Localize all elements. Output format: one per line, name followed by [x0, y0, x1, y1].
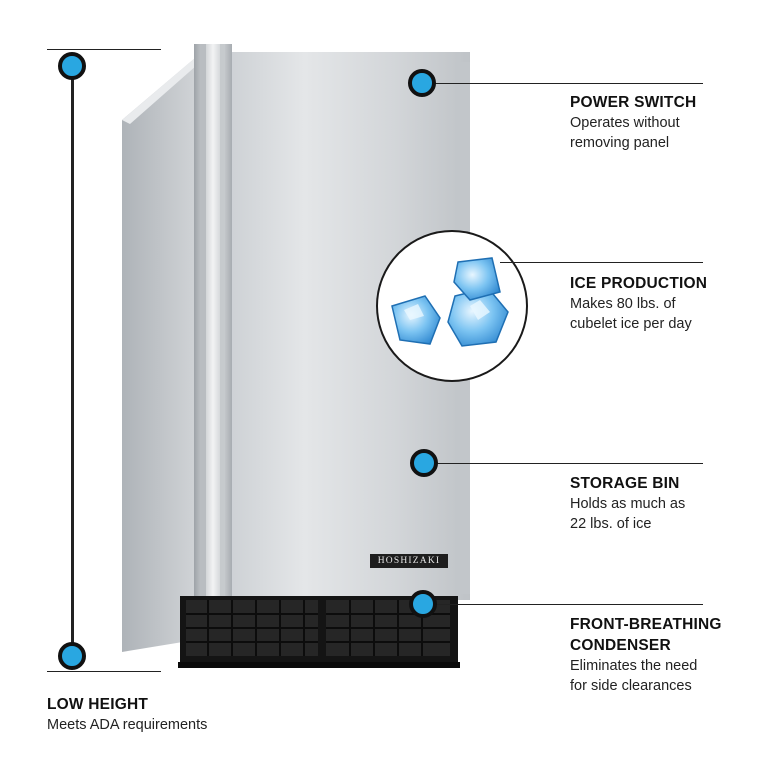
low-height-callout: LOW HEIGHT Meets ADA requirements	[47, 694, 207, 735]
condenser-title-line2: CONDENSER	[570, 637, 671, 654]
height-top-leader	[47, 49, 161, 50]
power-switch-desc-line1: Operates without	[570, 115, 680, 131]
ice-cubes-magnifier	[376, 230, 528, 382]
storage-bin-desc-line2: 22 lbs. of ice	[570, 516, 652, 532]
power-switch-leader	[424, 83, 703, 84]
power-switch-hotspot[interactable]	[408, 69, 436, 97]
ice-production-callout: ICE PRODUCTION Makes 80 lbs. of cubelet …	[570, 273, 707, 334]
condenser-desc-line2: for side clearances	[570, 678, 692, 694]
condenser-desc-line1: Eliminates the need	[570, 658, 698, 674]
brand-badge-plate	[370, 554, 448, 568]
power-switch-desc-line2: removing panel	[570, 135, 670, 151]
power-switch-title: POWER SWITCH	[570, 94, 697, 111]
ice-production-title: ICE PRODUCTION	[570, 275, 708, 292]
storage-bin-callout: STORAGE BIN Holds as much as 22 lbs. of …	[570, 473, 685, 534]
storage-bin-leader	[424, 463, 703, 464]
condenser-hotspot[interactable]	[409, 590, 437, 618]
height-bottom-hotspot[interactable]	[58, 642, 86, 670]
door-hinge	[194, 44, 232, 642]
brand-badge-text: HOSHIZAKI	[377, 556, 441, 566]
height-top-hotspot[interactable]	[58, 52, 86, 80]
ice-production-desc-line1: Makes 80 lbs. of	[570, 296, 676, 312]
ice-production-leader	[500, 262, 703, 263]
power-switch-callout: POWER SWITCH Operates without removing p…	[570, 92, 696, 153]
height-vertical-line	[71, 66, 74, 656]
machine-side-panel	[122, 58, 205, 652]
low-height-title: LOW HEIGHT	[47, 696, 149, 713]
condenser-leader	[424, 604, 703, 605]
storage-bin-hotspot[interactable]	[410, 449, 438, 477]
storage-bin-title: STORAGE BIN	[570, 475, 680, 492]
low-height-desc: Meets ADA requirements	[47, 717, 208, 733]
storage-bin-desc-line1: Holds as much as	[570, 496, 686, 512]
height-bottom-leader	[47, 671, 161, 672]
condenser-title-line1: FRONT-BREATHING	[570, 616, 722, 633]
ice-production-desc-line2: cubelet ice per day	[570, 316, 692, 332]
condenser-callout: FRONT-BREATHING CONDENSER Eliminates the…	[570, 614, 722, 696]
